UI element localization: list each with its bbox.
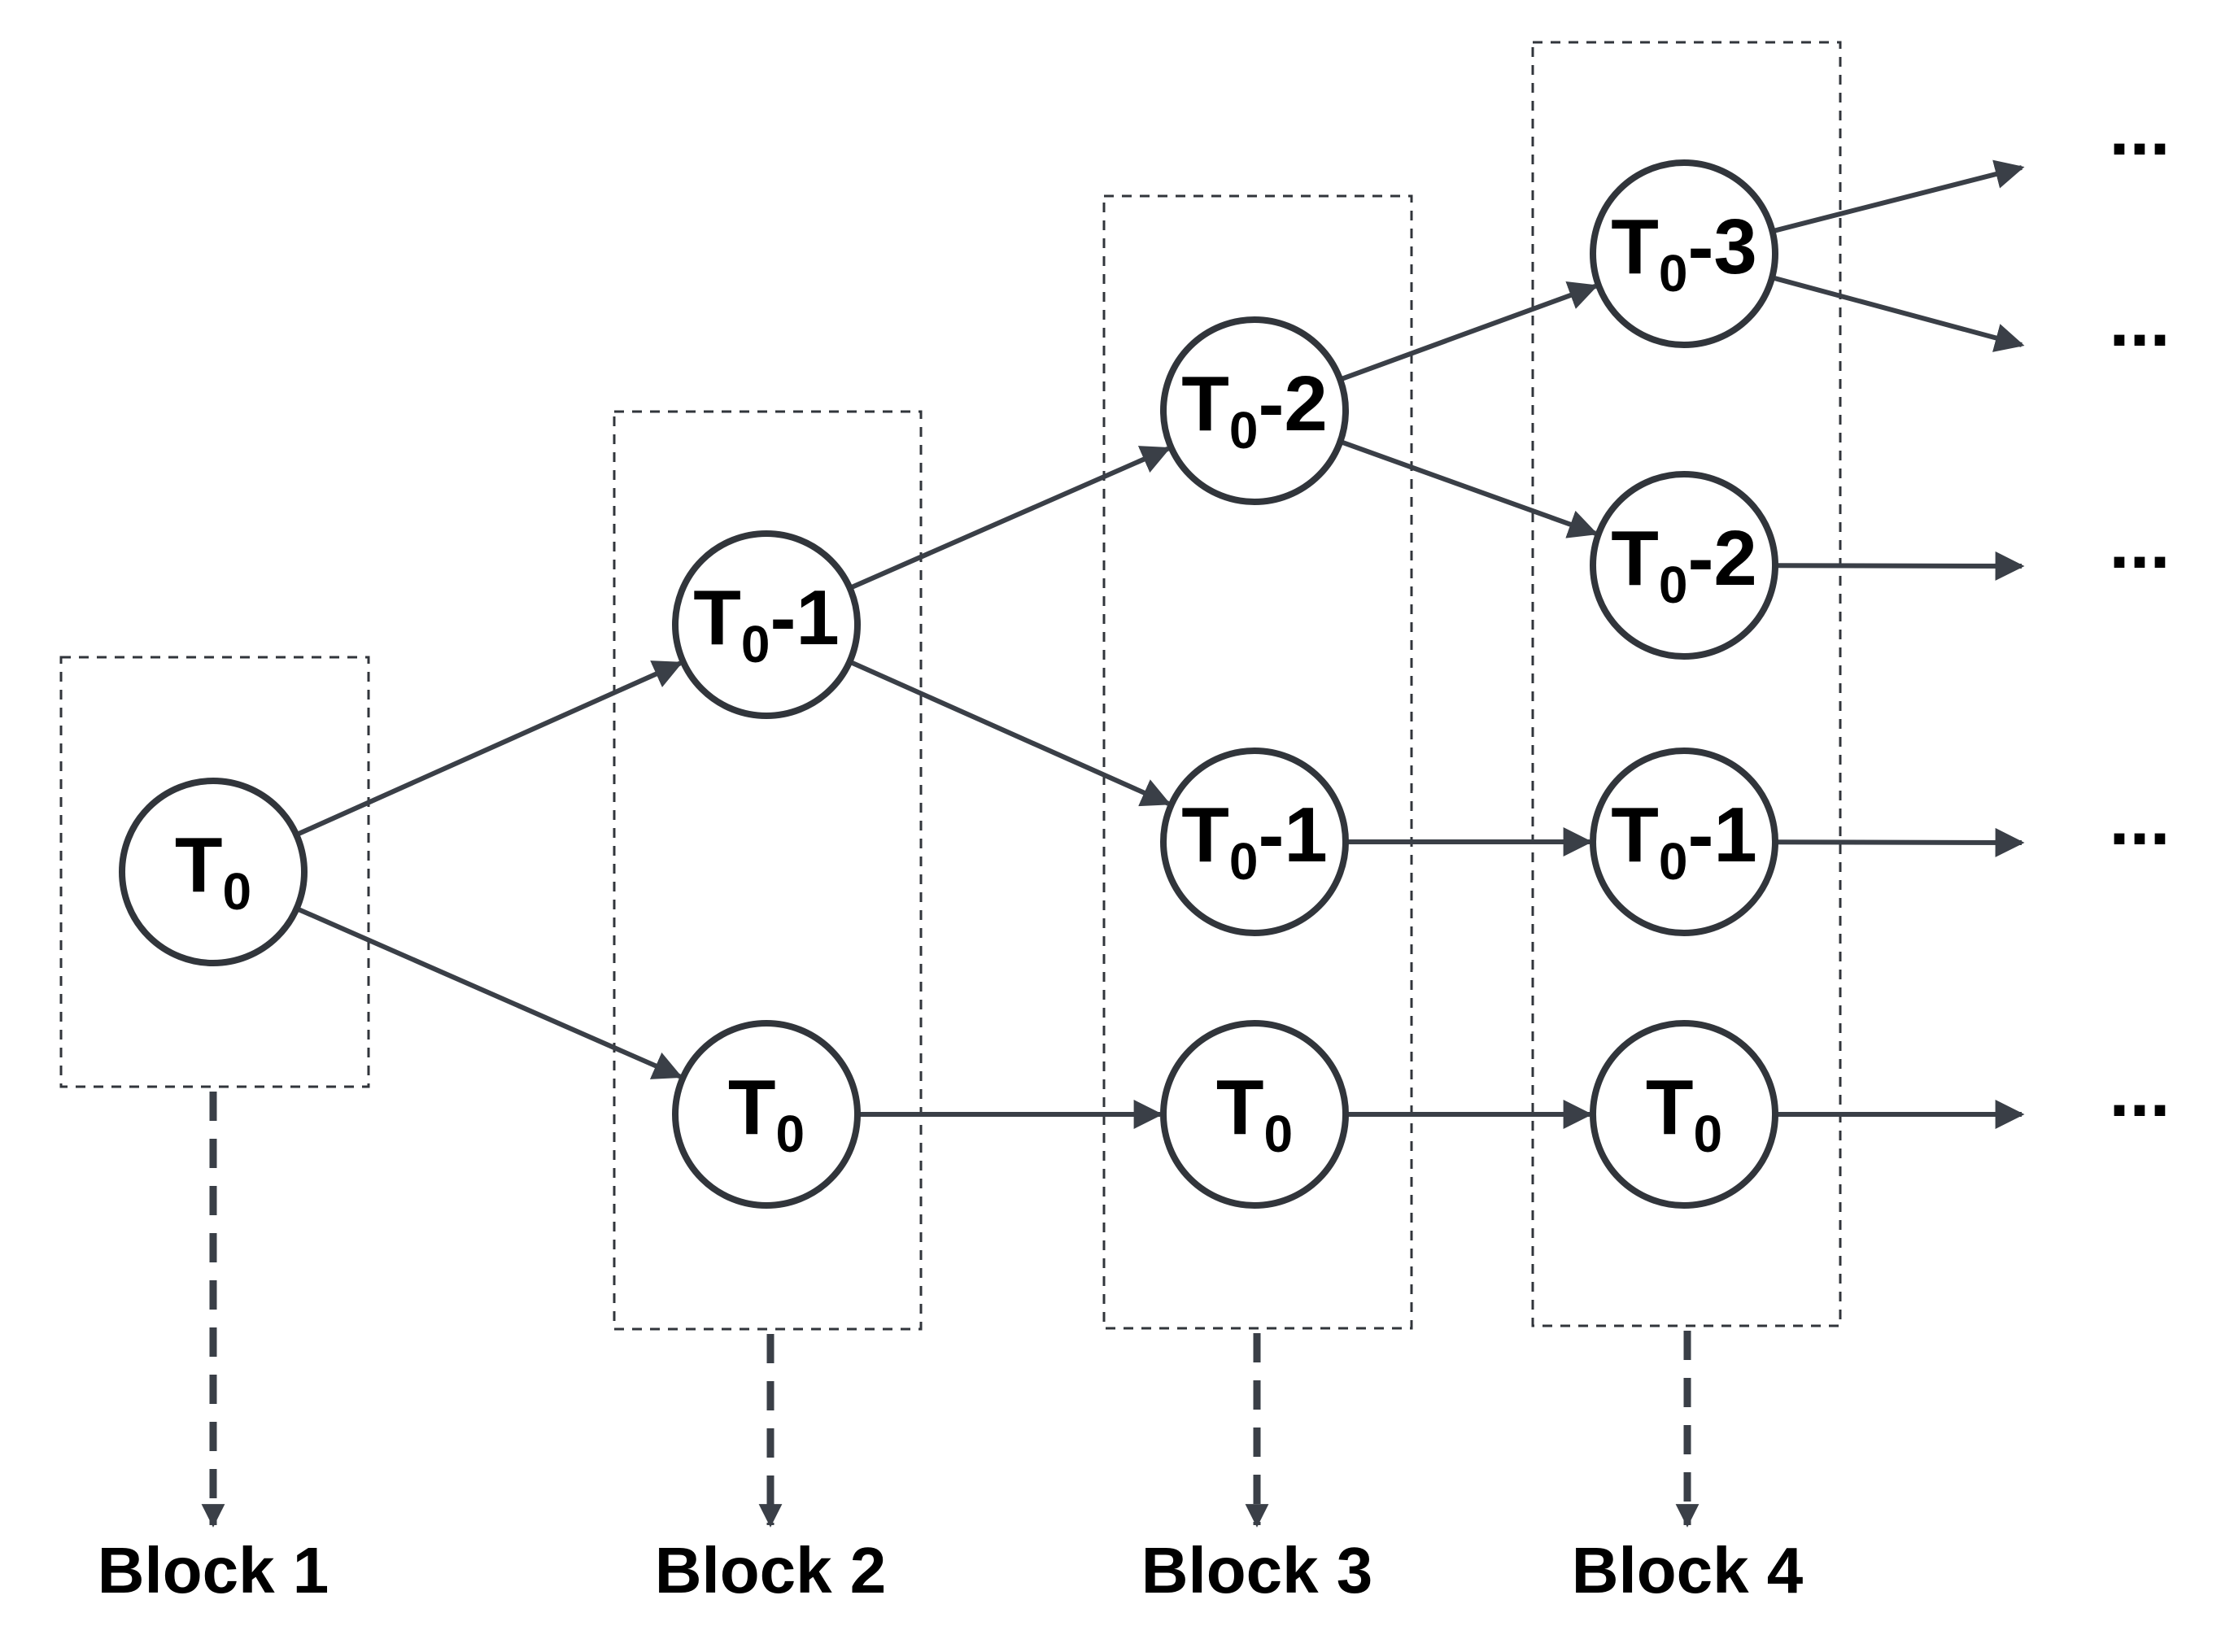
node-label-subscript: 0 (1229, 832, 1259, 891)
node-n3a: T0-2 (1160, 316, 1349, 505)
node-label-suffix: -2 (1687, 515, 1756, 602)
continuation-ellipsis: ... (2109, 89, 2170, 171)
node-label: T0 (1216, 1064, 1293, 1163)
node-circle (1590, 1020, 1778, 1209)
edge-n4b-to-e3 (1774, 551, 2025, 581)
continuation-ellipsis: ... (2109, 1051, 2170, 1132)
block-1-box (59, 656, 370, 1088)
node-label-base: T (693, 574, 741, 661)
node-label-subscript: 0 (1659, 556, 1688, 614)
node-label-base: T (728, 1064, 776, 1151)
node-n4b: T0-2 (1590, 471, 1778, 660)
edge-n2a-to-n3a (849, 446, 1172, 591)
node-label: T0 (728, 1064, 805, 1163)
node-label: T0-1 (1181, 791, 1328, 891)
node-label-base: T (175, 822, 223, 909)
block-4-label: Block 4 (1572, 1534, 1804, 1606)
node-label-base: T (1181, 791, 1229, 878)
continuation-ellipsis: ... (2109, 779, 2170, 861)
node-label-subscript: 0 (1659, 832, 1688, 891)
node-label-base: T (1181, 360, 1229, 447)
edge-n3a-to-n4b (1339, 439, 1599, 538)
edge-n4a-to-e2 (1771, 275, 2025, 352)
block-3-label: Block 3 (1141, 1534, 1373, 1606)
node-n3b: T0-1 (1160, 748, 1349, 936)
node-label-subscript: 0 (1229, 401, 1259, 460)
node-circle (1160, 1020, 1349, 1209)
node-label-suffix: -3 (1687, 203, 1756, 290)
node-n4c: T0-1 (1590, 748, 1778, 936)
node-n2a: T0-1 (672, 530, 861, 719)
block-4-box (1531, 41, 1842, 1327)
node-circle (1590, 748, 1778, 936)
node-label-base: T (1611, 515, 1659, 602)
node-n1: T0 (119, 778, 308, 966)
block-2-label: Block 2 (655, 1534, 887, 1606)
edge-n2a-to-n3b (849, 659, 1172, 807)
node-n4a: T0-3 (1590, 159, 1778, 348)
node-label: T0-3 (1611, 203, 1757, 303)
node-label: T0-1 (693, 574, 840, 673)
node-label-base: T (1646, 1064, 1694, 1151)
node-circle (672, 530, 861, 719)
node-circle (1160, 748, 1349, 936)
node-label: T0 (1646, 1064, 1722, 1163)
node-label-suffix: -1 (770, 574, 839, 661)
node-label-subscript: 0 (776, 1105, 805, 1163)
block-2-box (613, 410, 923, 1331)
node-label-base: T (1216, 1064, 1264, 1151)
edge-n4c-to-e4 (1774, 827, 2025, 857)
node-label-subscript: 0 (1264, 1105, 1294, 1163)
node-circle (1160, 316, 1349, 505)
node-label-subscript: 0 (223, 862, 252, 921)
node-label: T0-2 (1611, 515, 1757, 614)
node-circle (672, 1020, 861, 1209)
continuation-ellipsis: ... (2109, 281, 2170, 362)
node-label: T0-2 (1181, 360, 1328, 460)
node-label-suffix: -1 (1258, 791, 1327, 878)
node-label-base: T (1611, 791, 1659, 878)
node-n3c: T0 (1160, 1020, 1349, 1209)
node-label-suffix: -2 (1258, 360, 1327, 447)
node-label: T0 (175, 822, 251, 921)
block-3-box (1102, 194, 1413, 1330)
node-n4d: T0 (1590, 1020, 1778, 1209)
node-label-subscript: 0 (1694, 1105, 1723, 1163)
node-label-suffix: -1 (1687, 791, 1756, 878)
node-label: T0-1 (1611, 791, 1757, 891)
node-circle (119, 778, 308, 966)
node-label-base: T (1611, 203, 1659, 290)
edge-n1-to-n2b (295, 906, 683, 1079)
edge-n3a-to-n4a (1339, 281, 1599, 382)
edge-n1-to-n2a (295, 660, 683, 838)
edge-n4a-to-e1 (1771, 159, 2025, 234)
node-circle (1590, 471, 1778, 660)
node-circle (1590, 159, 1778, 348)
block-1-label: Block 1 (98, 1534, 329, 1606)
node-label-subscript: 0 (1659, 244, 1688, 303)
continuation-ellipsis: ... (2109, 503, 2170, 584)
node-label-subscript: 0 (741, 615, 770, 673)
node-n2b: T0 (672, 1020, 861, 1209)
